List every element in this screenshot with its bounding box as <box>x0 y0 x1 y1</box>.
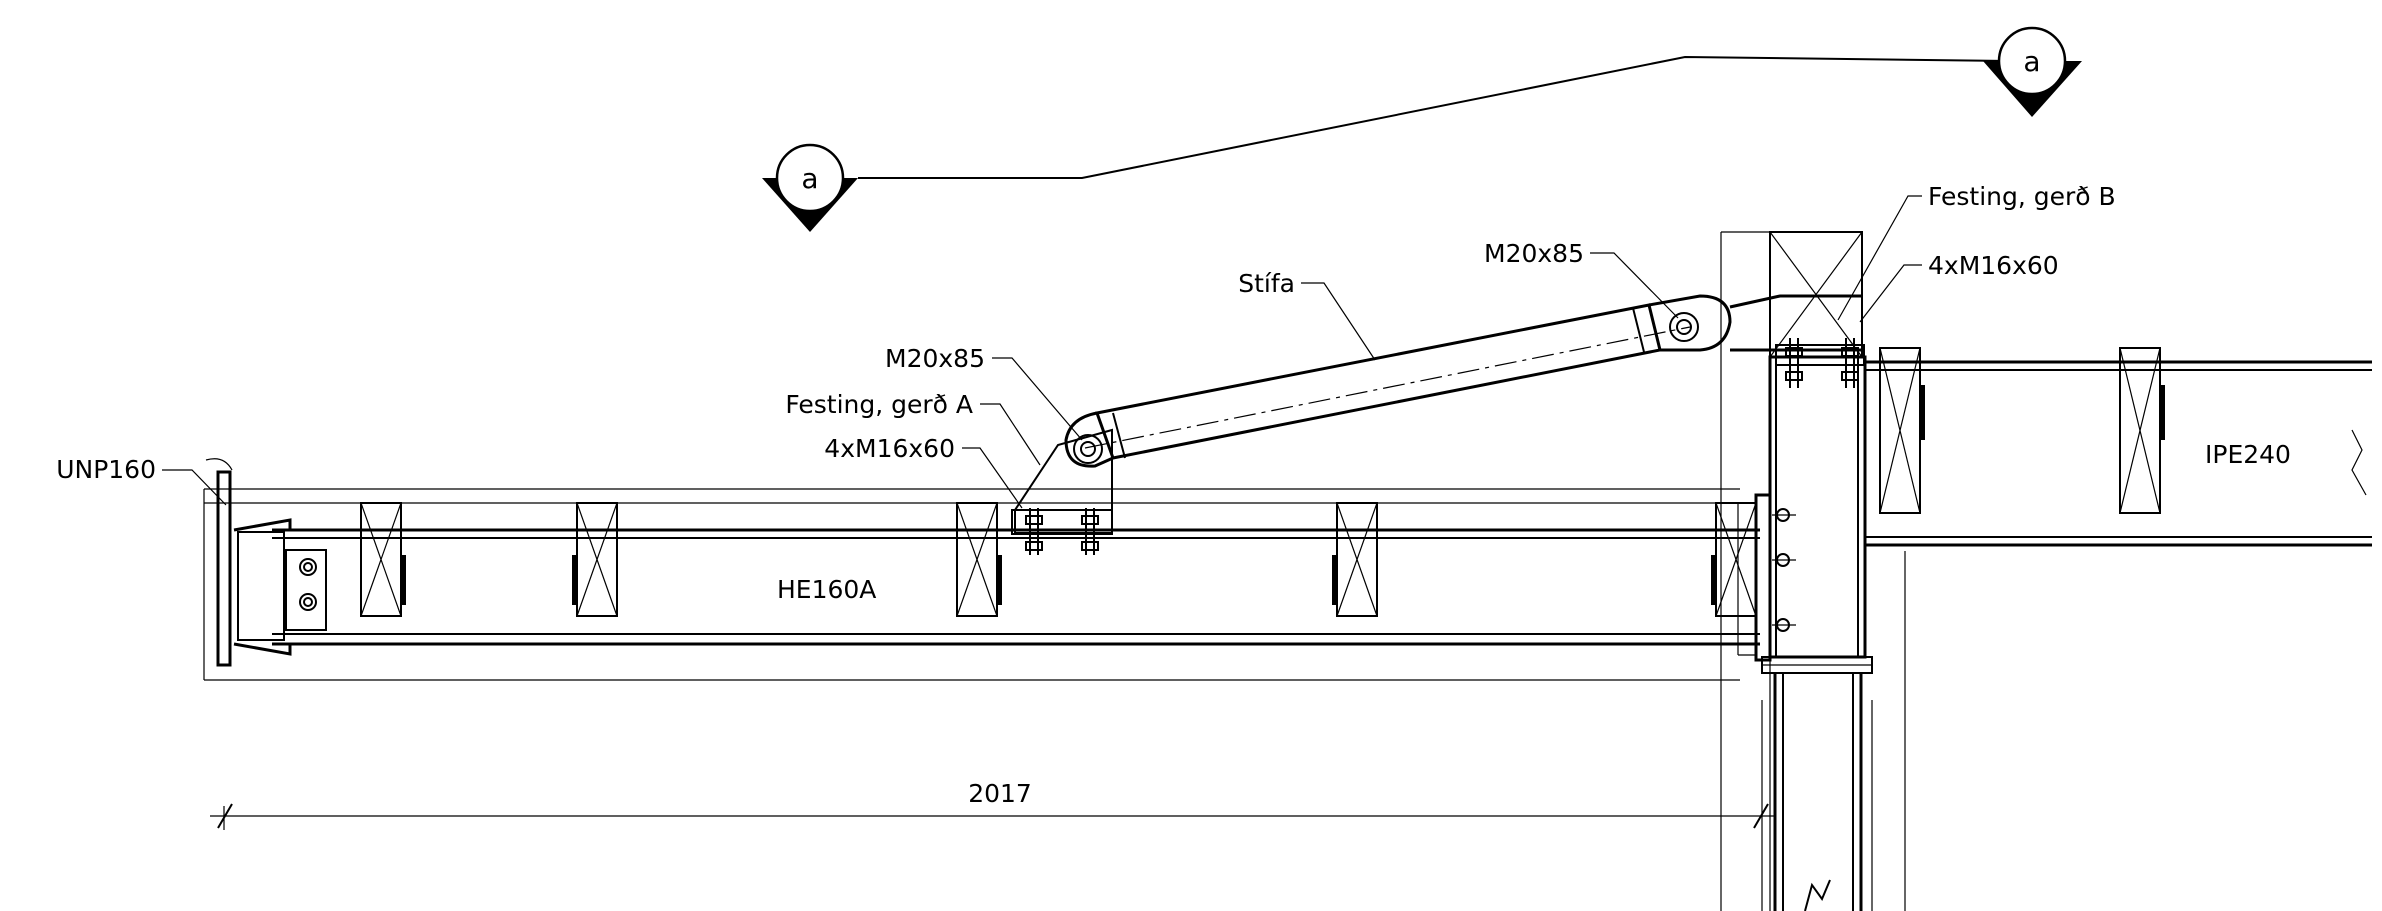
label-m20x85-left: M20x85 <box>885 344 985 373</box>
unp160-endplate <box>205 458 327 667</box>
label-ipe240: IPE240 <box>2205 440 2291 469</box>
label-bolts-left: 4xM16x60 <box>824 434 955 463</box>
label-unp160: UNP160 <box>56 455 156 484</box>
section-marker-left-letter: a <box>801 162 818 195</box>
stifa-strut <box>1064 294 1732 468</box>
label-bolts-right: 4xM16x60 <box>1928 251 2059 280</box>
festing-a-bracket <box>1011 428 1113 555</box>
label-m20x85-right: M20x85 <box>1484 239 1584 268</box>
leader-lines <box>162 195 1922 509</box>
label-festing-b: Festing, gerð B <box>1928 182 2116 211</box>
section-marker-right: a <box>1983 26 2082 117</box>
section-marker-left: a <box>762 143 858 232</box>
he160a-beam <box>203 488 1760 681</box>
label-festing-a: Festing, gerð A <box>785 390 973 419</box>
section-marker-right-letter: a <box>2023 45 2040 78</box>
label-stifa: Stífa <box>1238 269 1295 298</box>
festing-b-bracket <box>1729 294 1865 388</box>
he160a-stiffeners <box>360 502 1757 617</box>
label-he160a: HE160A <box>777 575 876 604</box>
column <box>1720 231 1906 911</box>
dimension-value: 2017 <box>968 779 1032 808</box>
ipe240-beam <box>1865 347 2372 547</box>
section-marker-line <box>858 55 2011 179</box>
dimension-2017: 2017 <box>210 779 1775 830</box>
